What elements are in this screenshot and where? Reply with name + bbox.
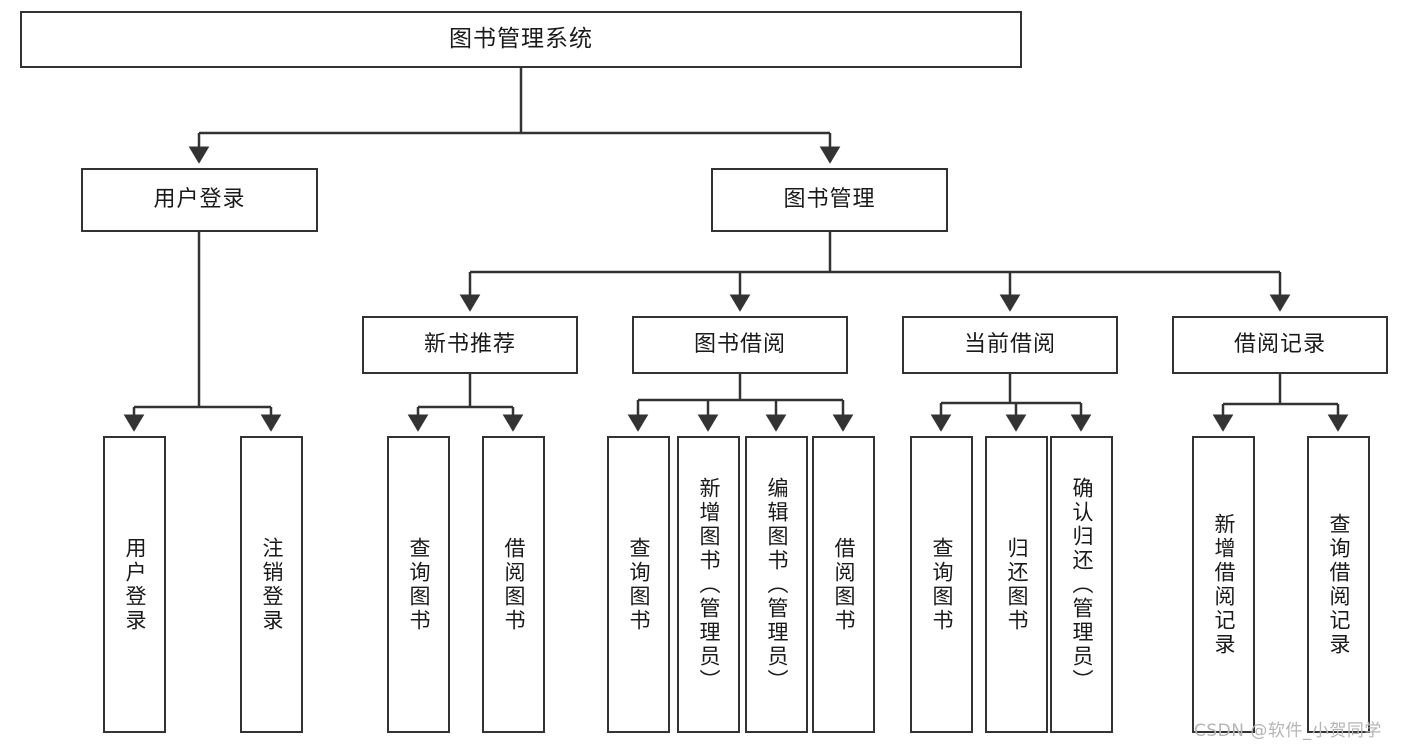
node-book-management[interactable]: 图书管理	[711, 168, 948, 232]
node-leaf-query-book-2[interactable]: 查询图书	[607, 436, 670, 733]
node-leaf-borrow-book-1[interactable]: 借阅图书	[482, 436, 545, 733]
node-user-login[interactable]: 用户登录	[81, 168, 318, 232]
node-label: 新增借阅记录	[1212, 512, 1236, 657]
edges	[123, 68, 1349, 432]
node-leaf-query-borrow-record[interactable]: 查询借阅记录	[1307, 436, 1370, 733]
node-root-book-management-system[interactable]: 图书管理系统	[20, 11, 1022, 68]
node-label: 查询图书	[627, 536, 651, 633]
node-label: 图书管理	[783, 186, 876, 212]
node-label: 用户登录	[153, 186, 246, 212]
node-label: 用户登录	[123, 536, 147, 633]
node-label: 注销登录	[260, 536, 284, 633]
node-label: 查询借阅记录	[1327, 512, 1351, 657]
node-label: 新书推荐	[423, 331, 516, 357]
node-book-borrow[interactable]: 图书借阅	[632, 316, 848, 374]
node-label: 借阅图书	[502, 536, 526, 633]
node-current-borrow[interactable]: 当前借阅	[902, 316, 1118, 374]
node-label: 图书借阅	[693, 331, 786, 357]
node-leaf-user-login[interactable]: 用户登录	[103, 436, 166, 733]
node-leaf-query-book-3[interactable]: 查询图书	[910, 436, 973, 733]
csdn-watermark: CSDN @软件_小贺同学	[1194, 721, 1382, 741]
node-borrow-record[interactable]: 借阅记录	[1172, 316, 1388, 374]
node-leaf-user-logout[interactable]: 注销登录	[240, 436, 303, 733]
node-label: 借阅图书	[832, 536, 856, 633]
node-leaf-query-book-1[interactable]: 查询图书	[387, 436, 450, 733]
node-leaf-borrow-book-2[interactable]: 借阅图书	[812, 436, 875, 733]
node-label: 查询图书	[407, 536, 431, 633]
node-leaf-add-borrow-record[interactable]: 新增借阅记录	[1192, 436, 1255, 733]
node-leaf-edit-book-admin[interactable]: 编辑图书（管理员）	[745, 436, 808, 733]
node-label: 当前借阅	[963, 331, 1056, 357]
node-label: 新增图书（管理员）	[697, 476, 721, 693]
node-leaf-add-book-admin[interactable]: 新增图书（管理员）	[677, 436, 740, 733]
node-label: 查询图书	[930, 536, 954, 633]
node-label: 确认归还（管理员）	[1070, 476, 1094, 693]
node-label: 借阅记录	[1233, 331, 1326, 357]
node-label: 图书管理系统	[449, 25, 593, 52]
node-new-book-recommend[interactable]: 新书推荐	[362, 316, 578, 374]
node-label: 编辑图书（管理员）	[765, 476, 789, 693]
node-leaf-confirm-return-admin[interactable]: 确认归还（管理员）	[1050, 436, 1113, 733]
node-leaf-return-book[interactable]: 归还图书	[985, 436, 1048, 733]
node-label: 归还图书	[1005, 536, 1029, 633]
